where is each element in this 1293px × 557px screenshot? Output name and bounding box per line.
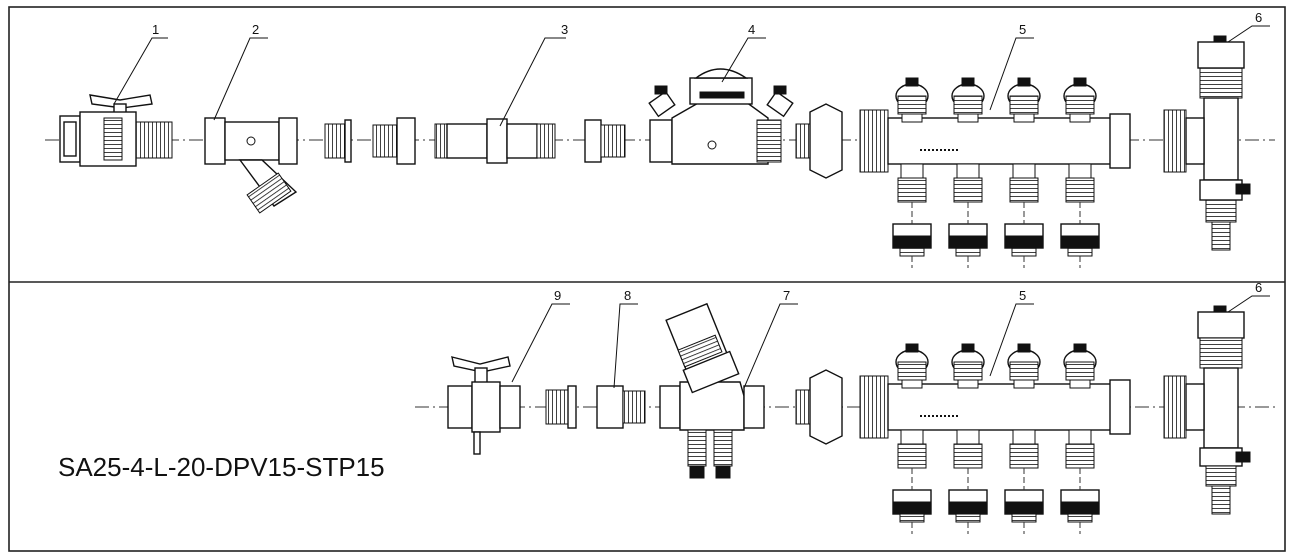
union-nut-top xyxy=(795,103,843,179)
manifold-port xyxy=(948,343,988,534)
manifold-port xyxy=(948,77,988,268)
manifold-port xyxy=(892,77,932,268)
air-vent-part-6-bottom xyxy=(1163,305,1251,515)
manifold-port xyxy=(892,343,932,534)
ball-valve-part-1 xyxy=(59,94,173,167)
callout-6-bottom: 6 xyxy=(1255,280,1262,295)
manifold-ports-top xyxy=(892,77,1100,268)
callout-1: 1 xyxy=(152,22,159,37)
callout-3: 3 xyxy=(561,22,568,37)
manifold-ports-bottom xyxy=(892,343,1100,534)
callout-8: 8 xyxy=(624,288,631,303)
callout-leaders xyxy=(113,25,1270,389)
union-part-8 xyxy=(596,385,646,429)
manifold-port xyxy=(1060,77,1100,268)
manifold-port xyxy=(1004,77,1044,268)
union-nut-bottom xyxy=(795,369,843,445)
callout-5-top: 5 xyxy=(1019,22,1026,37)
manifold-port xyxy=(1060,343,1100,534)
assembly-code-caption: SA25-4-L-20-DPV15-STP15 xyxy=(58,452,385,482)
manifold-part-5-bottom xyxy=(859,375,1131,439)
callout-4: 4 xyxy=(748,22,755,37)
manifold-part-5-top xyxy=(859,109,1131,173)
fitting-union-a xyxy=(372,117,416,165)
y-strainer-part-2 xyxy=(204,117,298,214)
callout-6-top: 6 xyxy=(1255,10,1262,25)
callout-2: 2 xyxy=(252,22,259,37)
fitting-union-b xyxy=(584,119,626,163)
manifold-port xyxy=(1004,343,1044,534)
pressure-valve-part-7 xyxy=(659,302,765,479)
callout-9: 9 xyxy=(554,288,561,303)
balancing-valve-part-4 xyxy=(648,68,794,165)
pipe-extension-part-3 xyxy=(434,118,556,164)
air-vent-part-6-top xyxy=(1163,35,1251,251)
fitting-nipple-b xyxy=(545,385,577,429)
callout-7: 7 xyxy=(783,288,790,303)
callout-5-bottom: 5 xyxy=(1019,288,1026,303)
fitting-nipple-a xyxy=(324,119,352,163)
ball-valve-part-9 xyxy=(447,356,521,455)
